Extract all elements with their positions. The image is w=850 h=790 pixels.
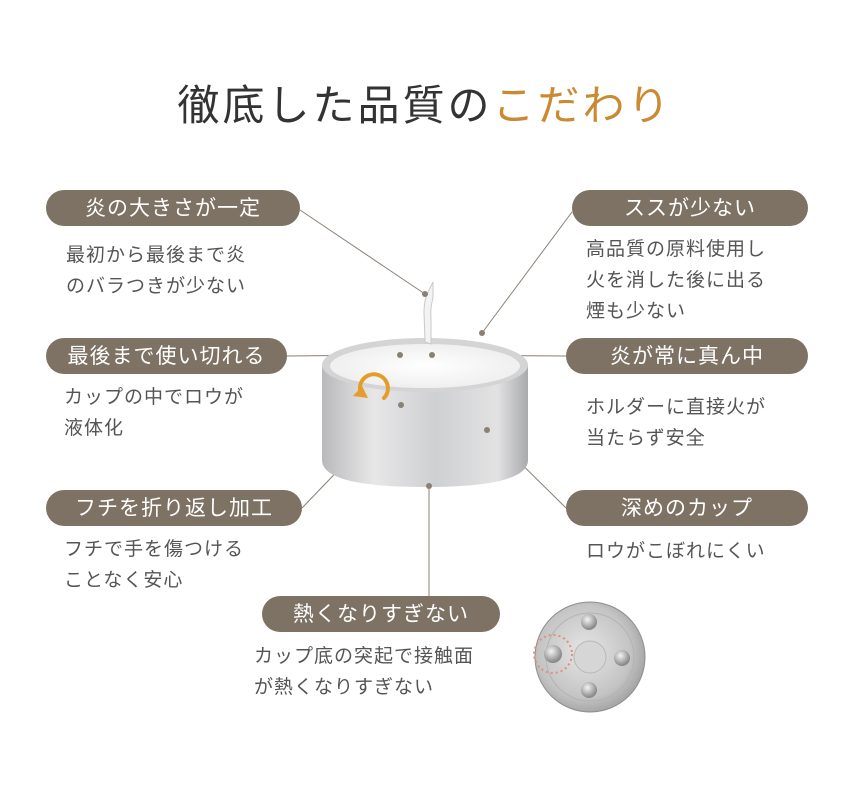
desc-line: 液体化 — [64, 417, 125, 439]
cup-side — [322, 365, 528, 487]
title-accent: こだわり — [492, 81, 673, 130]
feature-desc-soot: 高品質の原料使用し 火を消した後に出る 煙も少ない — [586, 234, 766, 327]
feature-desc-burn-complete: カップの中でロウが 液体化 — [64, 382, 244, 444]
desc-line: フチで手を傷つける — [64, 538, 245, 560]
marker-dots — [397, 291, 490, 489]
desc-line: ホルダーに直接火が — [586, 396, 767, 418]
feature-pill-rim: フチを折り返し加工 — [46, 490, 302, 526]
feature-desc-flame-size: 最初から最後まで炎 のバラつきが少ない — [66, 240, 246, 302]
feature-desc-rim: フチで手を傷つける ことなく安心 — [64, 534, 244, 596]
line-soot — [481, 211, 573, 334]
desc-line: 煙も少ない — [586, 300, 687, 322]
desc-line: ことなく安心 — [64, 569, 184, 591]
bottom-bump — [581, 682, 597, 698]
desc-line: 高品質の原料使用し — [586, 238, 767, 260]
feature-pill-not-hot: 熱くなりすぎない — [262, 596, 500, 632]
desc-line: カップの中でロウが — [64, 386, 245, 408]
desc-line: ロウがこぼれにくい — [586, 540, 766, 562]
desc-line: カップ底の突起で接触面 — [254, 645, 475, 667]
bottom-bump — [581, 614, 597, 630]
feature-pill-flame-size: 炎の大きさが一定 — [46, 190, 300, 226]
feature-pill-burn-complete: 最後まで使い切れる — [46, 338, 287, 374]
desc-line: 当たらず安全 — [586, 427, 706, 449]
feature-pill-deep-cup: 深めのカップ — [566, 490, 808, 526]
tealight-candle — [322, 281, 528, 489]
bottom-bump — [614, 650, 630, 666]
feature-desc-deep-cup: ロウがこぼれにくい — [586, 536, 766, 567]
wax-surface — [330, 344, 520, 388]
feature-pill-soot: ススが少ない — [572, 190, 808, 226]
feature-desc-flame-center: ホルダーに直接火が 当たらず安全 — [586, 392, 766, 454]
desc-line: が熱くなりすぎない — [254, 676, 435, 698]
desc-line: 火を消した後に出る — [586, 269, 767, 291]
desc-line: のバラつきが少ない — [66, 275, 247, 297]
wick — [423, 281, 434, 345]
highlight-circle — [533, 634, 573, 674]
cup-bottom — [533, 601, 646, 713]
bottom-bump — [544, 645, 562, 663]
feature-desc-not-hot: カップ底の突起で接触面 が熱くなりすぎない — [254, 641, 474, 703]
feature-pill-flame-center: 炎が常に真ん中 — [566, 338, 808, 374]
cycle-arrow-icon — [353, 372, 390, 400]
desc-line: 最初から最後まで炎 — [66, 244, 247, 266]
title-main: 徹底した品質の — [177, 81, 493, 130]
line-flame-size — [299, 209, 426, 295]
page-title: 徹底した品質のこだわり — [0, 72, 850, 133]
